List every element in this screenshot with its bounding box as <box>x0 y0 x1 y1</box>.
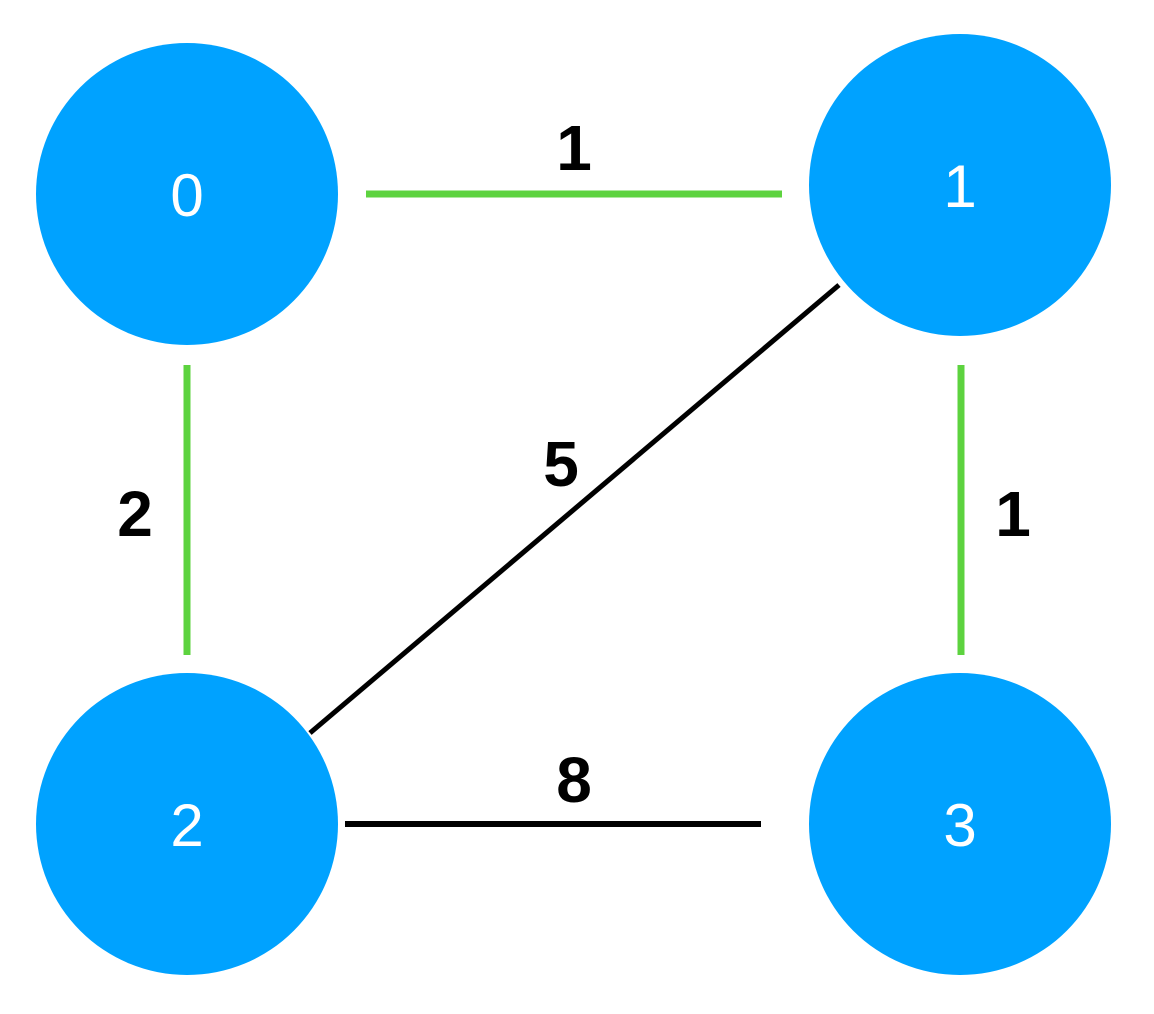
node-label: 2 <box>170 792 203 859</box>
node-circle <box>36 43 338 345</box>
node-label: 3 <box>943 792 976 859</box>
node-circle <box>809 34 1111 336</box>
graph-node-2: 2 <box>36 673 338 975</box>
node-label: 0 <box>170 162 203 229</box>
node-circle <box>36 673 338 975</box>
edge-weight-2-3: 8 <box>556 744 592 816</box>
graph-node-3: 3 <box>809 673 1111 975</box>
edge-weight-0-1: 1 <box>556 112 592 184</box>
node-circle <box>809 673 1111 975</box>
edge-weight-1-3: 1 <box>995 478 1031 550</box>
graph-node-0: 0 <box>36 43 338 345</box>
edge-weight-0-2: 2 <box>117 478 153 550</box>
graph-node-1: 1 <box>809 34 1111 336</box>
edge-weight-1-2: 5 <box>543 428 579 500</box>
node-label: 1 <box>943 153 976 220</box>
edge-1-2 <box>308 283 841 735</box>
